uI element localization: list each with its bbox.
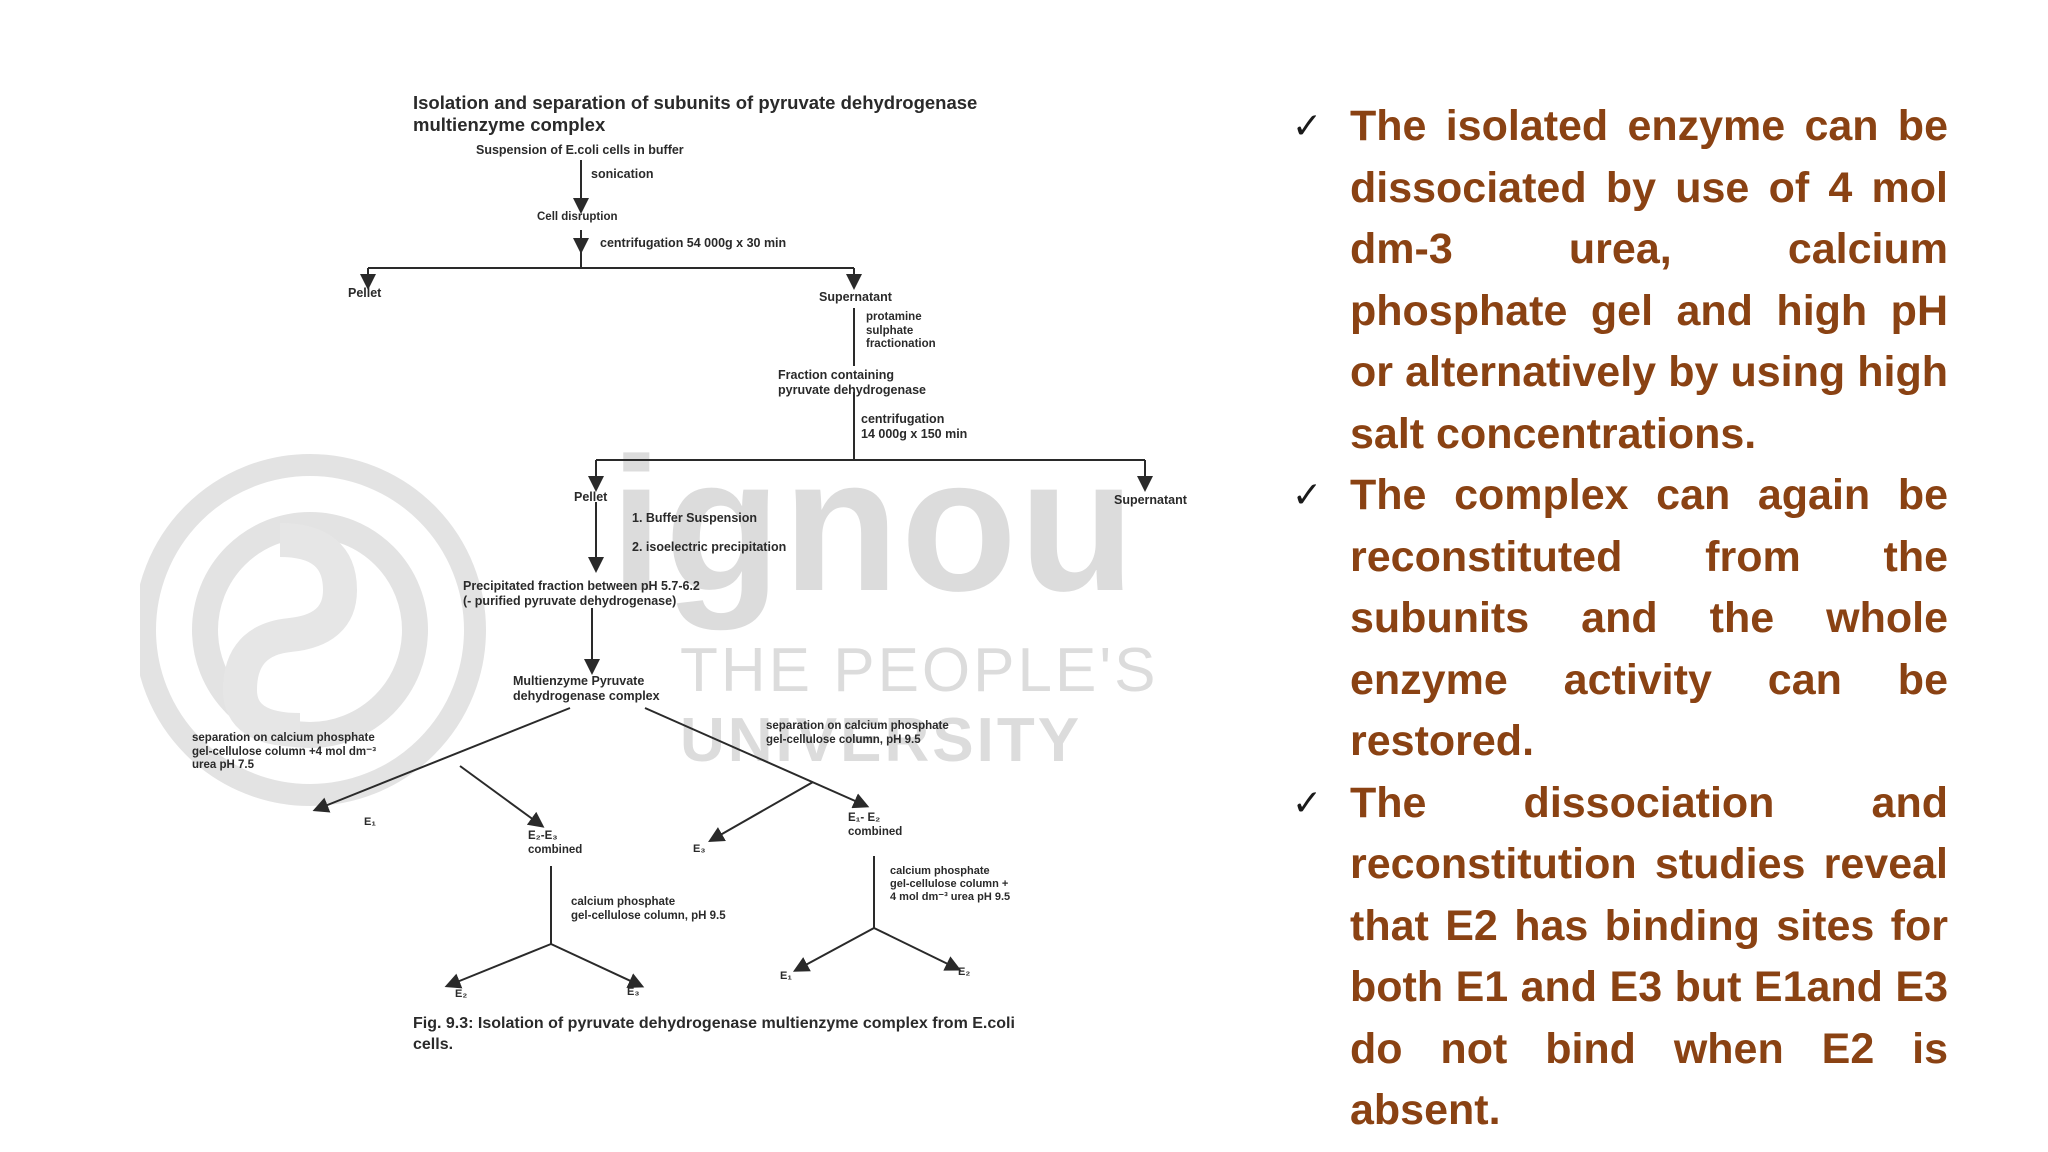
bullet-item: ✓ The isolated enzyme can be dissociated…: [1288, 96, 1948, 465]
node-e1-bottom-right: E₁: [780, 970, 792, 982]
node-supernatant-1: Supernatant: [819, 290, 892, 304]
node-precipitated: Precipitated fraction between pH 5.7-6.2…: [463, 579, 700, 608]
figure-title: Isolation and separation of subunits of …: [413, 92, 978, 136]
node-cell-disruption: Cell disruption: [537, 211, 618, 223]
node-e1-left: E₁: [364, 816, 376, 828]
check-icon: ✓: [1292, 782, 1323, 824]
label-separation-right: separation on calcium phosphate gel-cell…: [766, 720, 949, 746]
bullet-list: ✓ The isolated enzyme can be dissociated…: [1288, 96, 1948, 1142]
node-e2-bottom-left: E₂: [455, 988, 468, 1000]
flowchart-figure: ignou THE PEOPLE'S UNIVERSITY: [140, 70, 1260, 1080]
bullet-text: The complex can again be reconstituted f…: [1350, 471, 1948, 765]
label-isoelectric: 2. isoelectric precipitation: [632, 540, 787, 554]
label-column-right: calcium phosphate gel-cellulose column +…: [890, 865, 1011, 903]
label-separation-left: separation on calcium phosphate gel-cell…: [192, 732, 377, 772]
label-sonication: sonication: [591, 167, 654, 181]
bullet-item: ✓ The dissociation and reconstitution st…: [1288, 773, 1948, 1142]
watermark-peoples: THE PEOPLE'S: [680, 636, 1159, 705]
node-e2-bottom-right: E₂: [958, 966, 971, 978]
node-e3-middle: E₃: [693, 843, 706, 855]
check-icon: ✓: [1292, 106, 1323, 147]
label-buffer-suspension: 1. Buffer Suspension: [632, 511, 758, 525]
node-pellet-1: Pellet: [348, 286, 382, 300]
label-centrifugation-2: centrifugation 14 000g x 150 min: [861, 412, 968, 441]
flowchart-connectors: [312, 160, 1153, 989]
node-e1e2-combined: E₁- E₂ combined: [848, 812, 903, 838]
watermark-university: UNIVERSITY: [680, 706, 1083, 775]
node-e3-bottom-left: E₃: [627, 986, 640, 998]
node-complex: Multienzyme Pyruvate dehydrogenase compl…: [513, 674, 660, 703]
node-pellet-2: Pellet: [574, 490, 608, 504]
watermark-ignou: ignou: [610, 419, 1138, 631]
node-start: Suspension of E.coli cells in buffer: [476, 143, 684, 157]
node-supernatant-2: Supernatant: [1114, 493, 1187, 507]
node-e2e3-combined: E₂-E₃ combined: [528, 830, 583, 856]
label-centrifugation-1: centrifugation 54 000g x 30 min: [600, 236, 787, 250]
bullet-text: The dissociation and reconstitution stud…: [1350, 778, 1948, 1135]
label-column-left: calcium phosphate gel-cellulose column, …: [571, 896, 726, 922]
node-fraction: Fraction containing pyruvate dehydrogena…: [778, 368, 926, 397]
check-icon: ✓: [1292, 475, 1323, 516]
watermark-logo: [140, 454, 486, 806]
bullet-item: ✓ The complex can again be reconstituted…: [1288, 465, 1948, 773]
label-protamine: protamine sulphate fractionation: [866, 311, 936, 351]
bullet-text: The isolated enzyme can be dissociated b…: [1350, 102, 1948, 458]
figure-caption: Fig. 9.3: Isolation of pyruvate dehydrog…: [413, 1015, 1015, 1053]
